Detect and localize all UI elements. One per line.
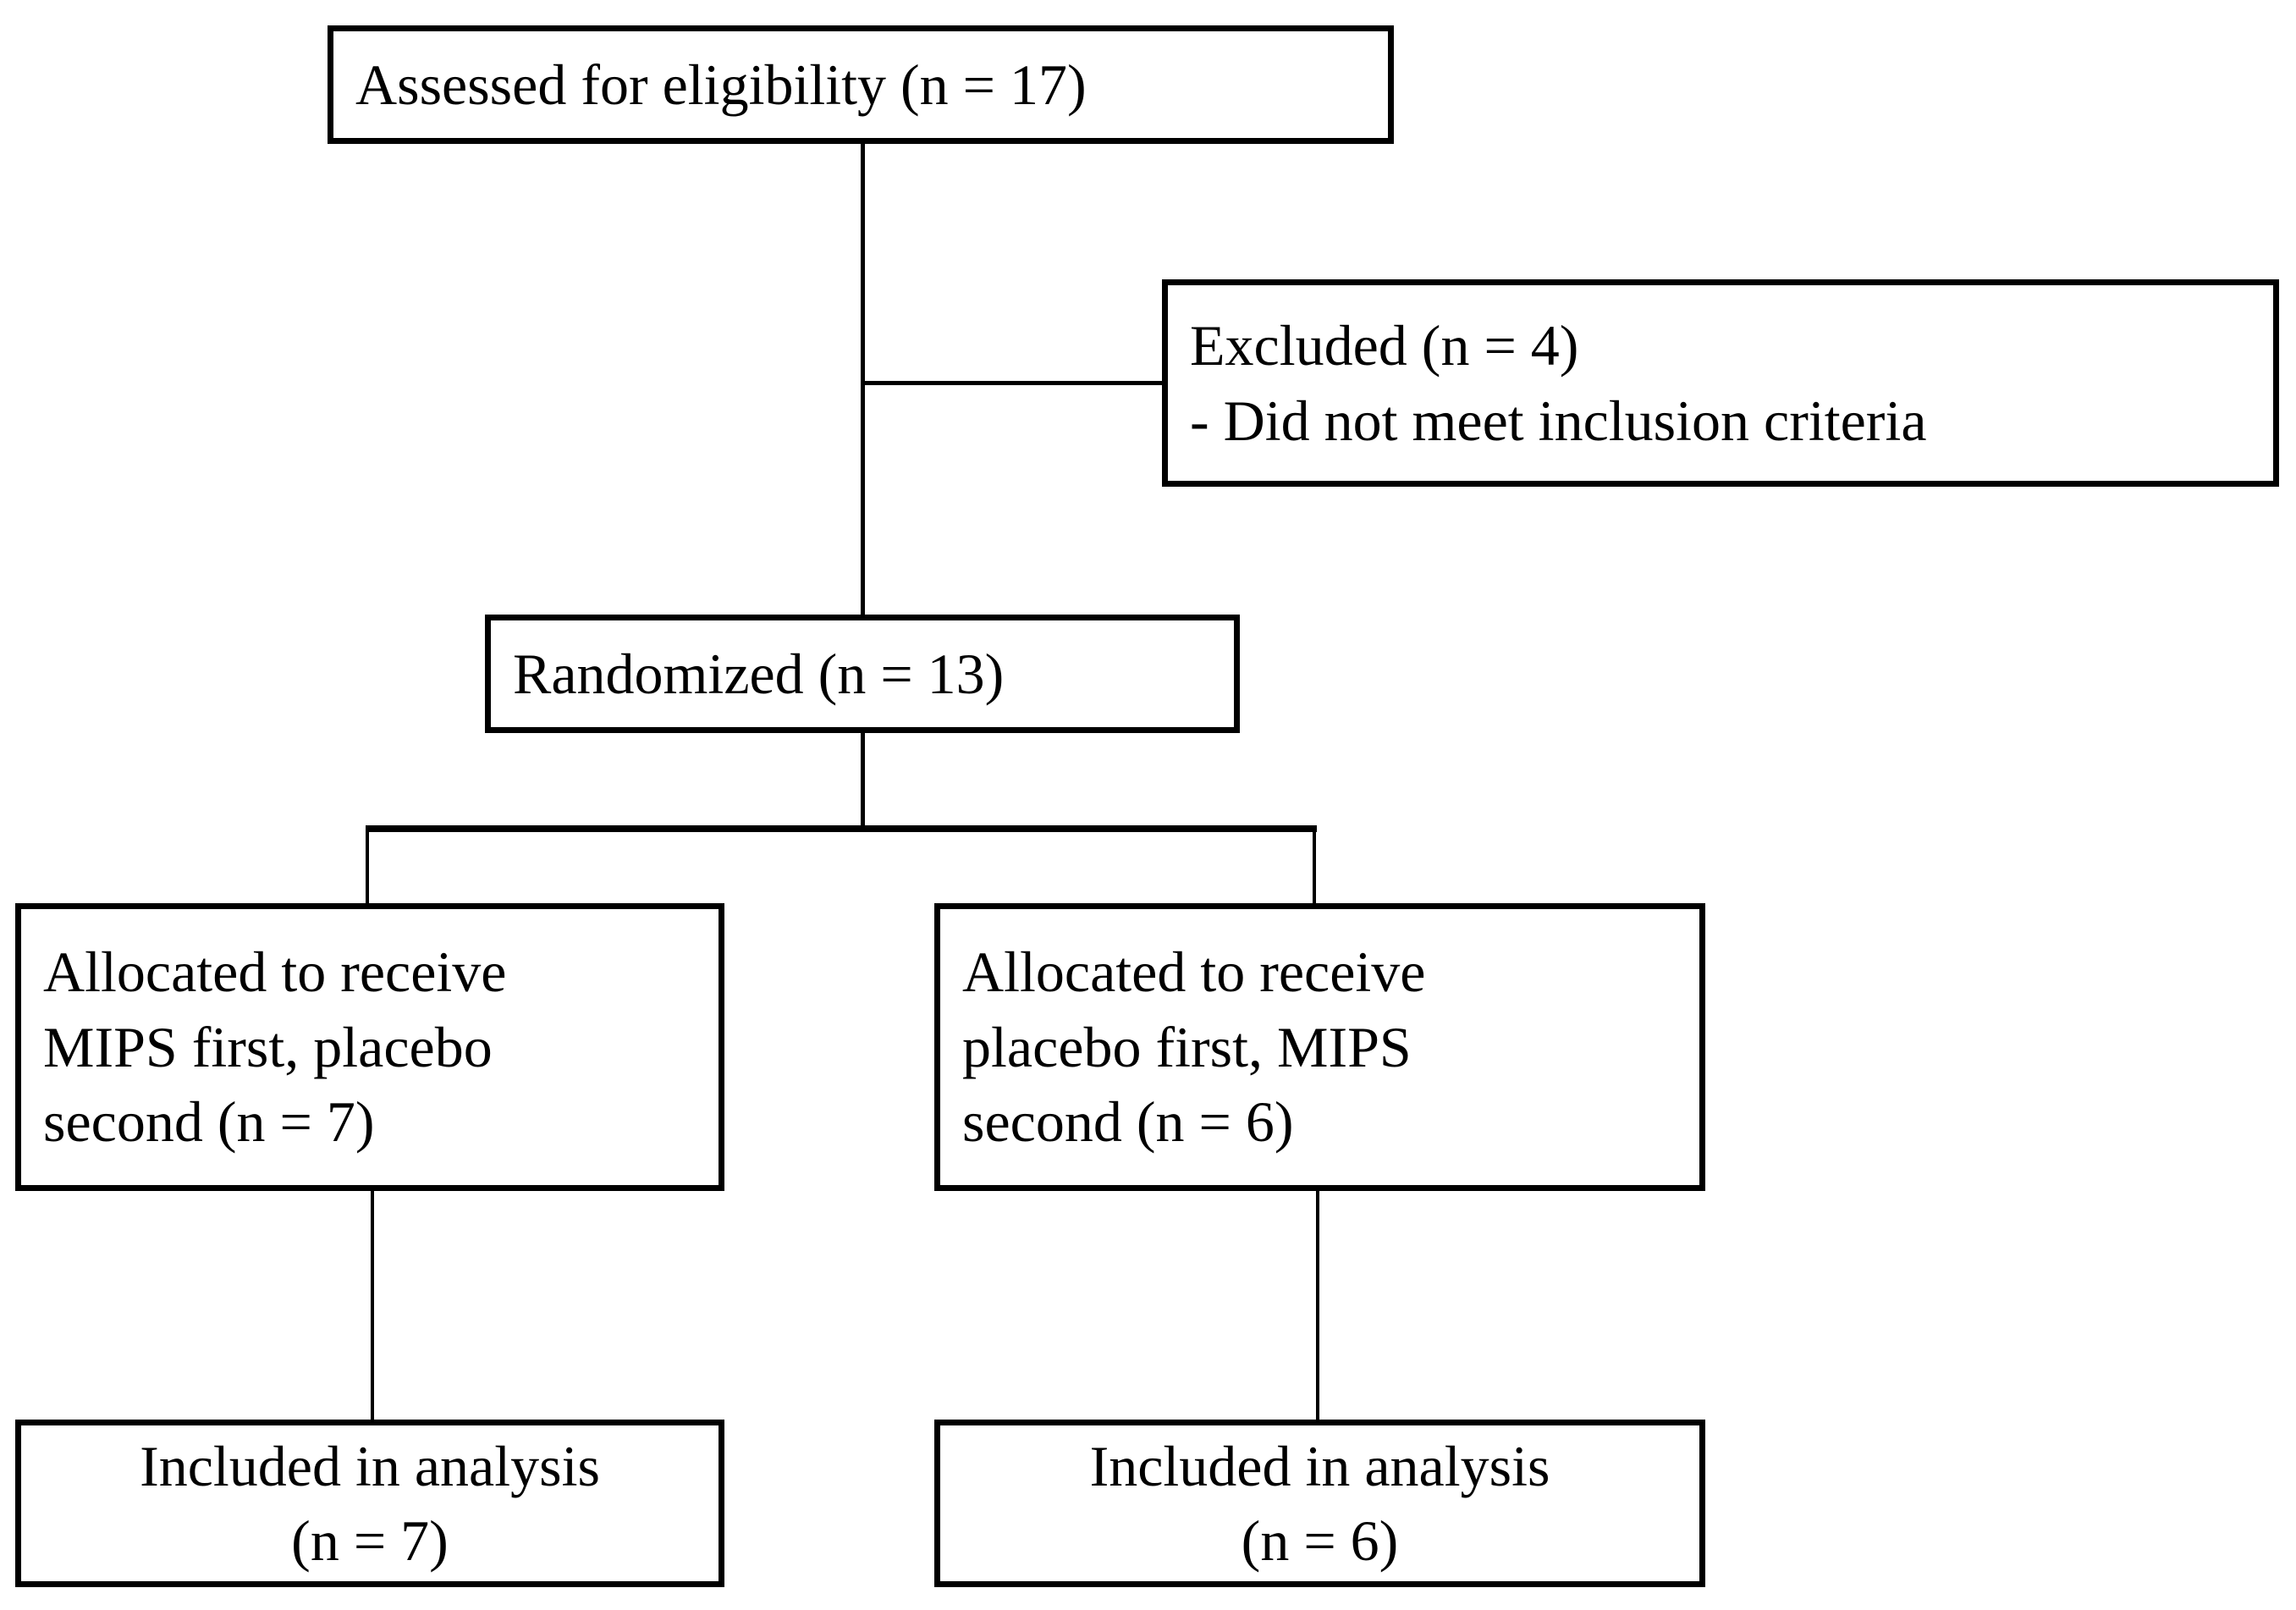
node-allocated-mips-first: Allocated to receive MIPS first, placebo… [15, 903, 724, 1191]
connector-assessed-to-excluded [861, 381, 1165, 385]
node-assessed-line-1: Assessed for eligibility (n = 17) [355, 52, 1087, 117]
node-analysis-left-line-2: (n = 7) [291, 1508, 449, 1573]
connector-allocated-right-to-analysis-right [1316, 1191, 1319, 1421]
node-excluded-line-2: - Did not meet inclusion criteria [1190, 388, 1927, 453]
node-allocated-left-line-3: second (n = 7) [43, 1089, 375, 1155]
connector-assessed-to-randomized [861, 144, 865, 616]
connector-split-to-allocated-right [1313, 825, 1316, 906]
node-randomized-line-1: Randomized (n = 13) [513, 641, 1005, 706]
node-allocated-right-line-1: Allocated to receive [962, 940, 1426, 1005]
connector-randomized-to-split [861, 733, 865, 828]
node-analysis-left-line-1: Included in analysis [140, 1433, 600, 1498]
node-included-in-analysis-right: Included in analysis (n = 6) [934, 1420, 1705, 1587]
connector-allocated-left-to-analysis-left [371, 1191, 374, 1421]
node-assessed-for-eligibility: Assessed for eligibility (n = 17) [328, 25, 1394, 144]
node-allocated-placebo-first: Allocated to receive placebo first, MIPS… [934, 903, 1705, 1191]
node-excluded: Excluded (n = 4) - Did not meet inclusio… [1162, 279, 2279, 487]
node-analysis-right-line-2: (n = 6) [1241, 1508, 1399, 1573]
node-allocated-right-line-3: second (n = 6) [962, 1089, 1294, 1155]
node-allocated-left-line-1: Allocated to receive [43, 940, 507, 1005]
node-excluded-line-1: Excluded (n = 4) [1190, 313, 1579, 378]
node-allocated-left-line-2: MIPS first, placebo [43, 1014, 493, 1079]
node-randomized: Randomized (n = 13) [485, 615, 1240, 733]
connector-split-bar [366, 825, 1317, 832]
connector-split-to-allocated-left [366, 825, 369, 906]
node-allocated-right-line-2: placebo first, MIPS [962, 1014, 1412, 1079]
node-included-in-analysis-left: Included in analysis (n = 7) [15, 1420, 724, 1587]
node-analysis-right-line-1: Included in analysis [1089, 1433, 1550, 1498]
